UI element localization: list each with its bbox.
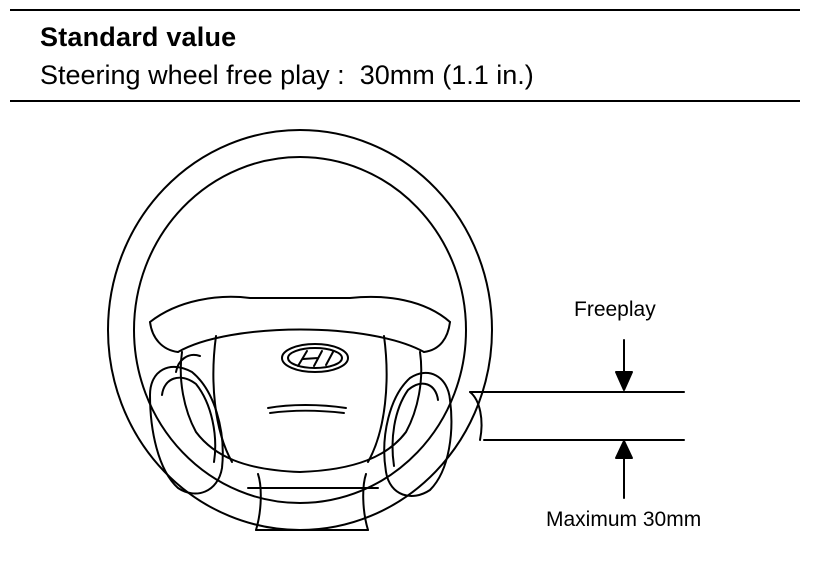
wheel-upper-grip (149, 295, 451, 353)
top-divider (10, 9, 800, 11)
bottom-divider (10, 100, 800, 102)
maximum-arrow-icon (615, 440, 633, 499)
left-switch-pod (149, 354, 224, 495)
spec-label: Steering wheel free play : (40, 60, 345, 90)
freeplay-arrow-icon (615, 339, 633, 391)
maximum-label: Maximum 30mm (546, 508, 701, 531)
freeplay-label: Freeplay (574, 298, 656, 321)
right-switch-pod (383, 372, 483, 497)
lower-spoke (247, 473, 379, 531)
standard-value-title: Standard value (40, 22, 237, 52)
airbag-pad (179, 335, 423, 473)
hyundai-logo-icon (281, 343, 349, 373)
spec-value: 30mm (1.1 in.) (359, 60, 534, 90)
reference-lines (469, 391, 685, 441)
free-play-spec: Steering wheel free play : 30mm (1.1 in.… (40, 60, 534, 91)
